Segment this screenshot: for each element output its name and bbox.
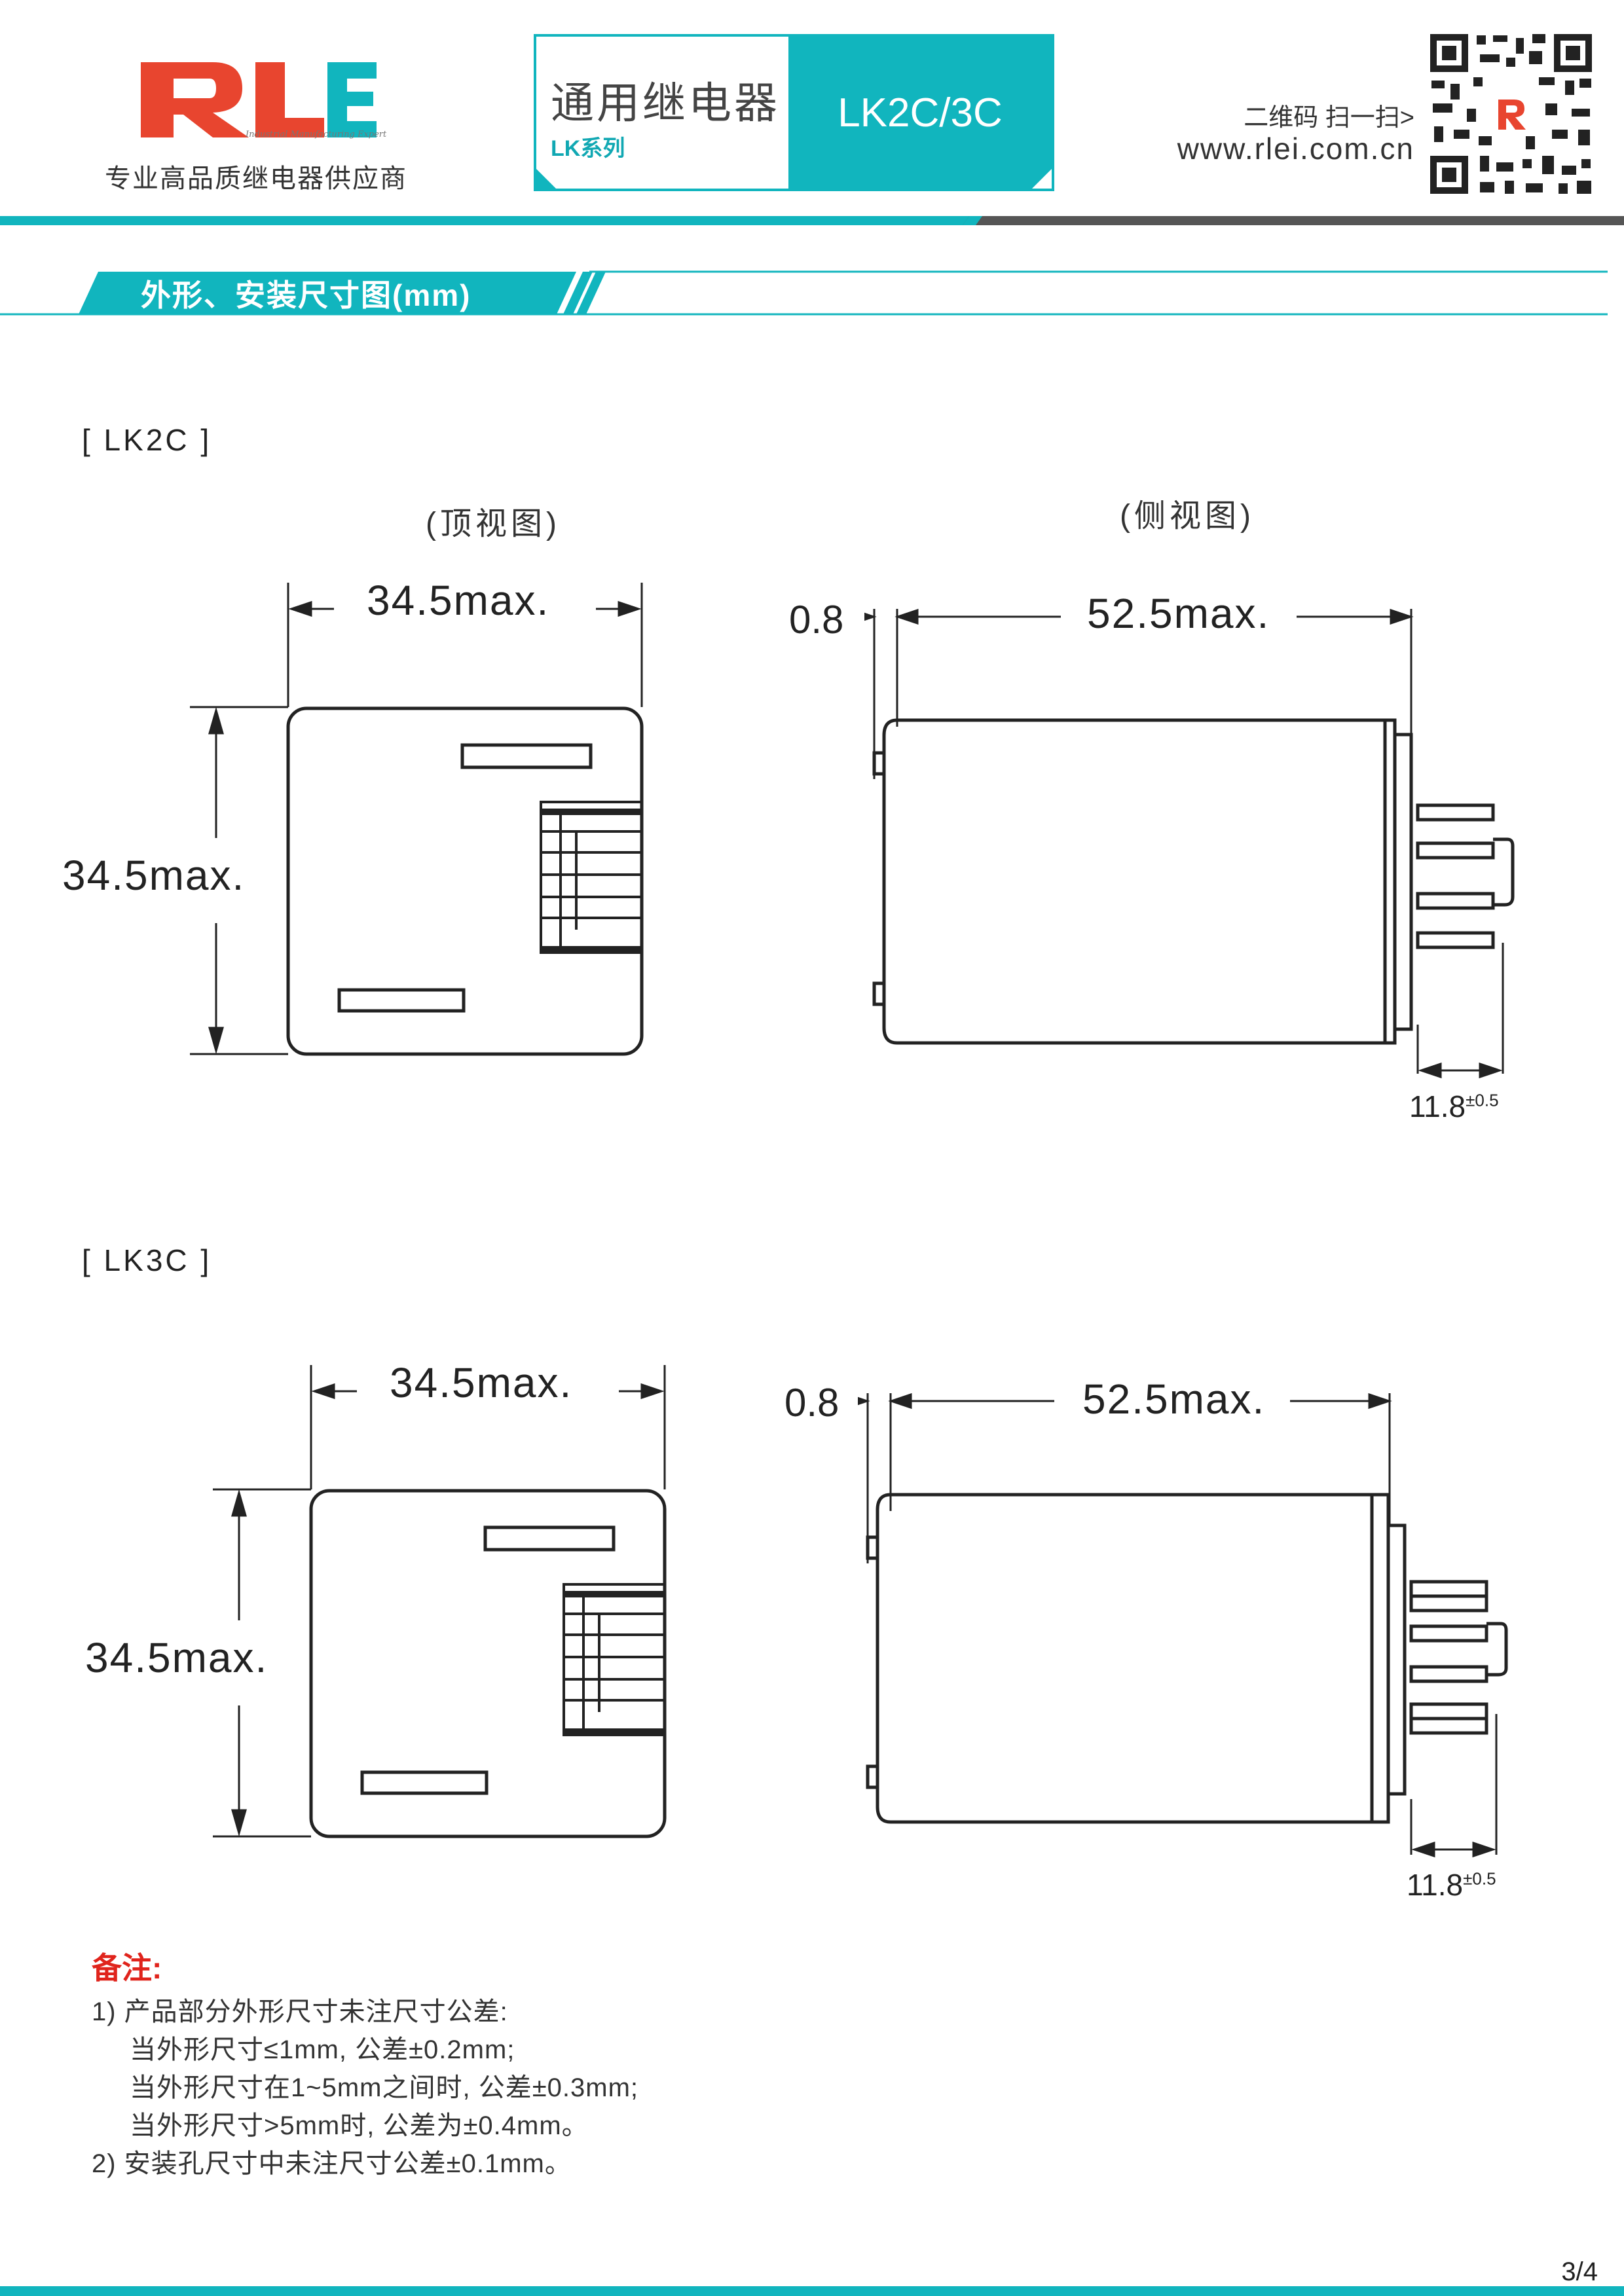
lk3c-label: [ LK3C ] — [82, 1243, 212, 1277]
header-divider — [0, 216, 1624, 225]
lk2c-width-dim: 34.5max. — [367, 577, 550, 624]
lk2c-pin-dim: 11.8±0.5 — [1409, 1089, 1499, 1124]
lk2c-pin-base: 11.8 — [1409, 1089, 1466, 1123]
lk3c-width-dim: 34.5max. — [390, 1359, 573, 1406]
lk3c-pin-tolerance: ±0.5 — [1463, 1868, 1496, 1889]
website-url[interactable]: www.rlei.com.cn — [1177, 132, 1414, 166]
lk3c-pin-base: 11.8 — [1407, 1868, 1464, 1902]
lk3c-offset-dim: 0.8 — [784, 1381, 840, 1425]
lk3c-side-view-drawing — [858, 1393, 1508, 1858]
brand-logo — [141, 62, 377, 137]
notes-title: 备注: — [92, 1951, 162, 1985]
note-item: 2) 安装孔尺寸中未注尺寸公差±0.1mm。 — [92, 2149, 572, 2178]
section-title-bar — [0, 270, 1608, 316]
qr-code-icon[interactable] — [1428, 31, 1595, 196]
model-label: LK2C/3C — [788, 37, 1052, 189]
page-number: 3/4 — [1561, 2257, 1598, 2286]
lk2c-pin-tolerance: ±0.5 — [1466, 1090, 1499, 1110]
note-item: 当外形尺寸>5mm时, 公差为±0.4mm。 — [130, 2111, 589, 2140]
lk3c-height-dim: 34.5max. — [85, 1634, 268, 1681]
lk2c-top-view-drawing — [190, 583, 644, 1056]
product-title: 通用继电器 — [551, 79, 780, 127]
lk3c-top-view-drawing — [213, 1365, 667, 1838]
lk2c-label: [ LK2C ] — [82, 423, 212, 457]
corner-triangle-icon — [536, 169, 556, 189]
brand-tagline: Industrial Manufacturing Expert — [246, 130, 387, 139]
lk2c-offset-dim: 0.8 — [789, 598, 844, 642]
top-view-label: (顶视图) — [426, 507, 561, 541]
note-item: 1) 产品部分外形尺寸未注尺寸公差: — [92, 1997, 508, 2026]
footer-bar — [0, 2286, 1624, 2296]
qr-label: 二维码 扫一扫> — [1244, 104, 1414, 132]
lk3c-length-dim: 52.5max. — [1082, 1376, 1266, 1423]
series-label: LK系列 — [551, 136, 625, 161]
brand-subtitle: 专业高品质继电器供应商 — [105, 164, 407, 193]
section-title: 外形、安装尺寸图(mm) — [141, 278, 471, 312]
lk2c-height-dim: 34.5max. — [62, 852, 246, 899]
lk2c-length-dim: 52.5max. — [1087, 590, 1270, 637]
title-left-panel: 通用继电器 LK系列 — [536, 37, 788, 189]
lk3c-pin-dim: 11.8±0.5 — [1407, 1867, 1496, 1903]
note-item: 当外形尺寸≤1mm, 公差±0.2mm; — [130, 2035, 515, 2064]
side-view-label: (侧视图) — [1120, 499, 1255, 534]
title-box: 通用继电器 LK系列 LK2C/3C — [534, 34, 1054, 191]
lk2c-side-view-drawing — [864, 608, 1515, 1079]
note-item: 当外形尺寸在1~5mm之间时, 公差±0.3mm; — [130, 2073, 639, 2102]
corner-triangle-icon — [1032, 169, 1052, 189]
